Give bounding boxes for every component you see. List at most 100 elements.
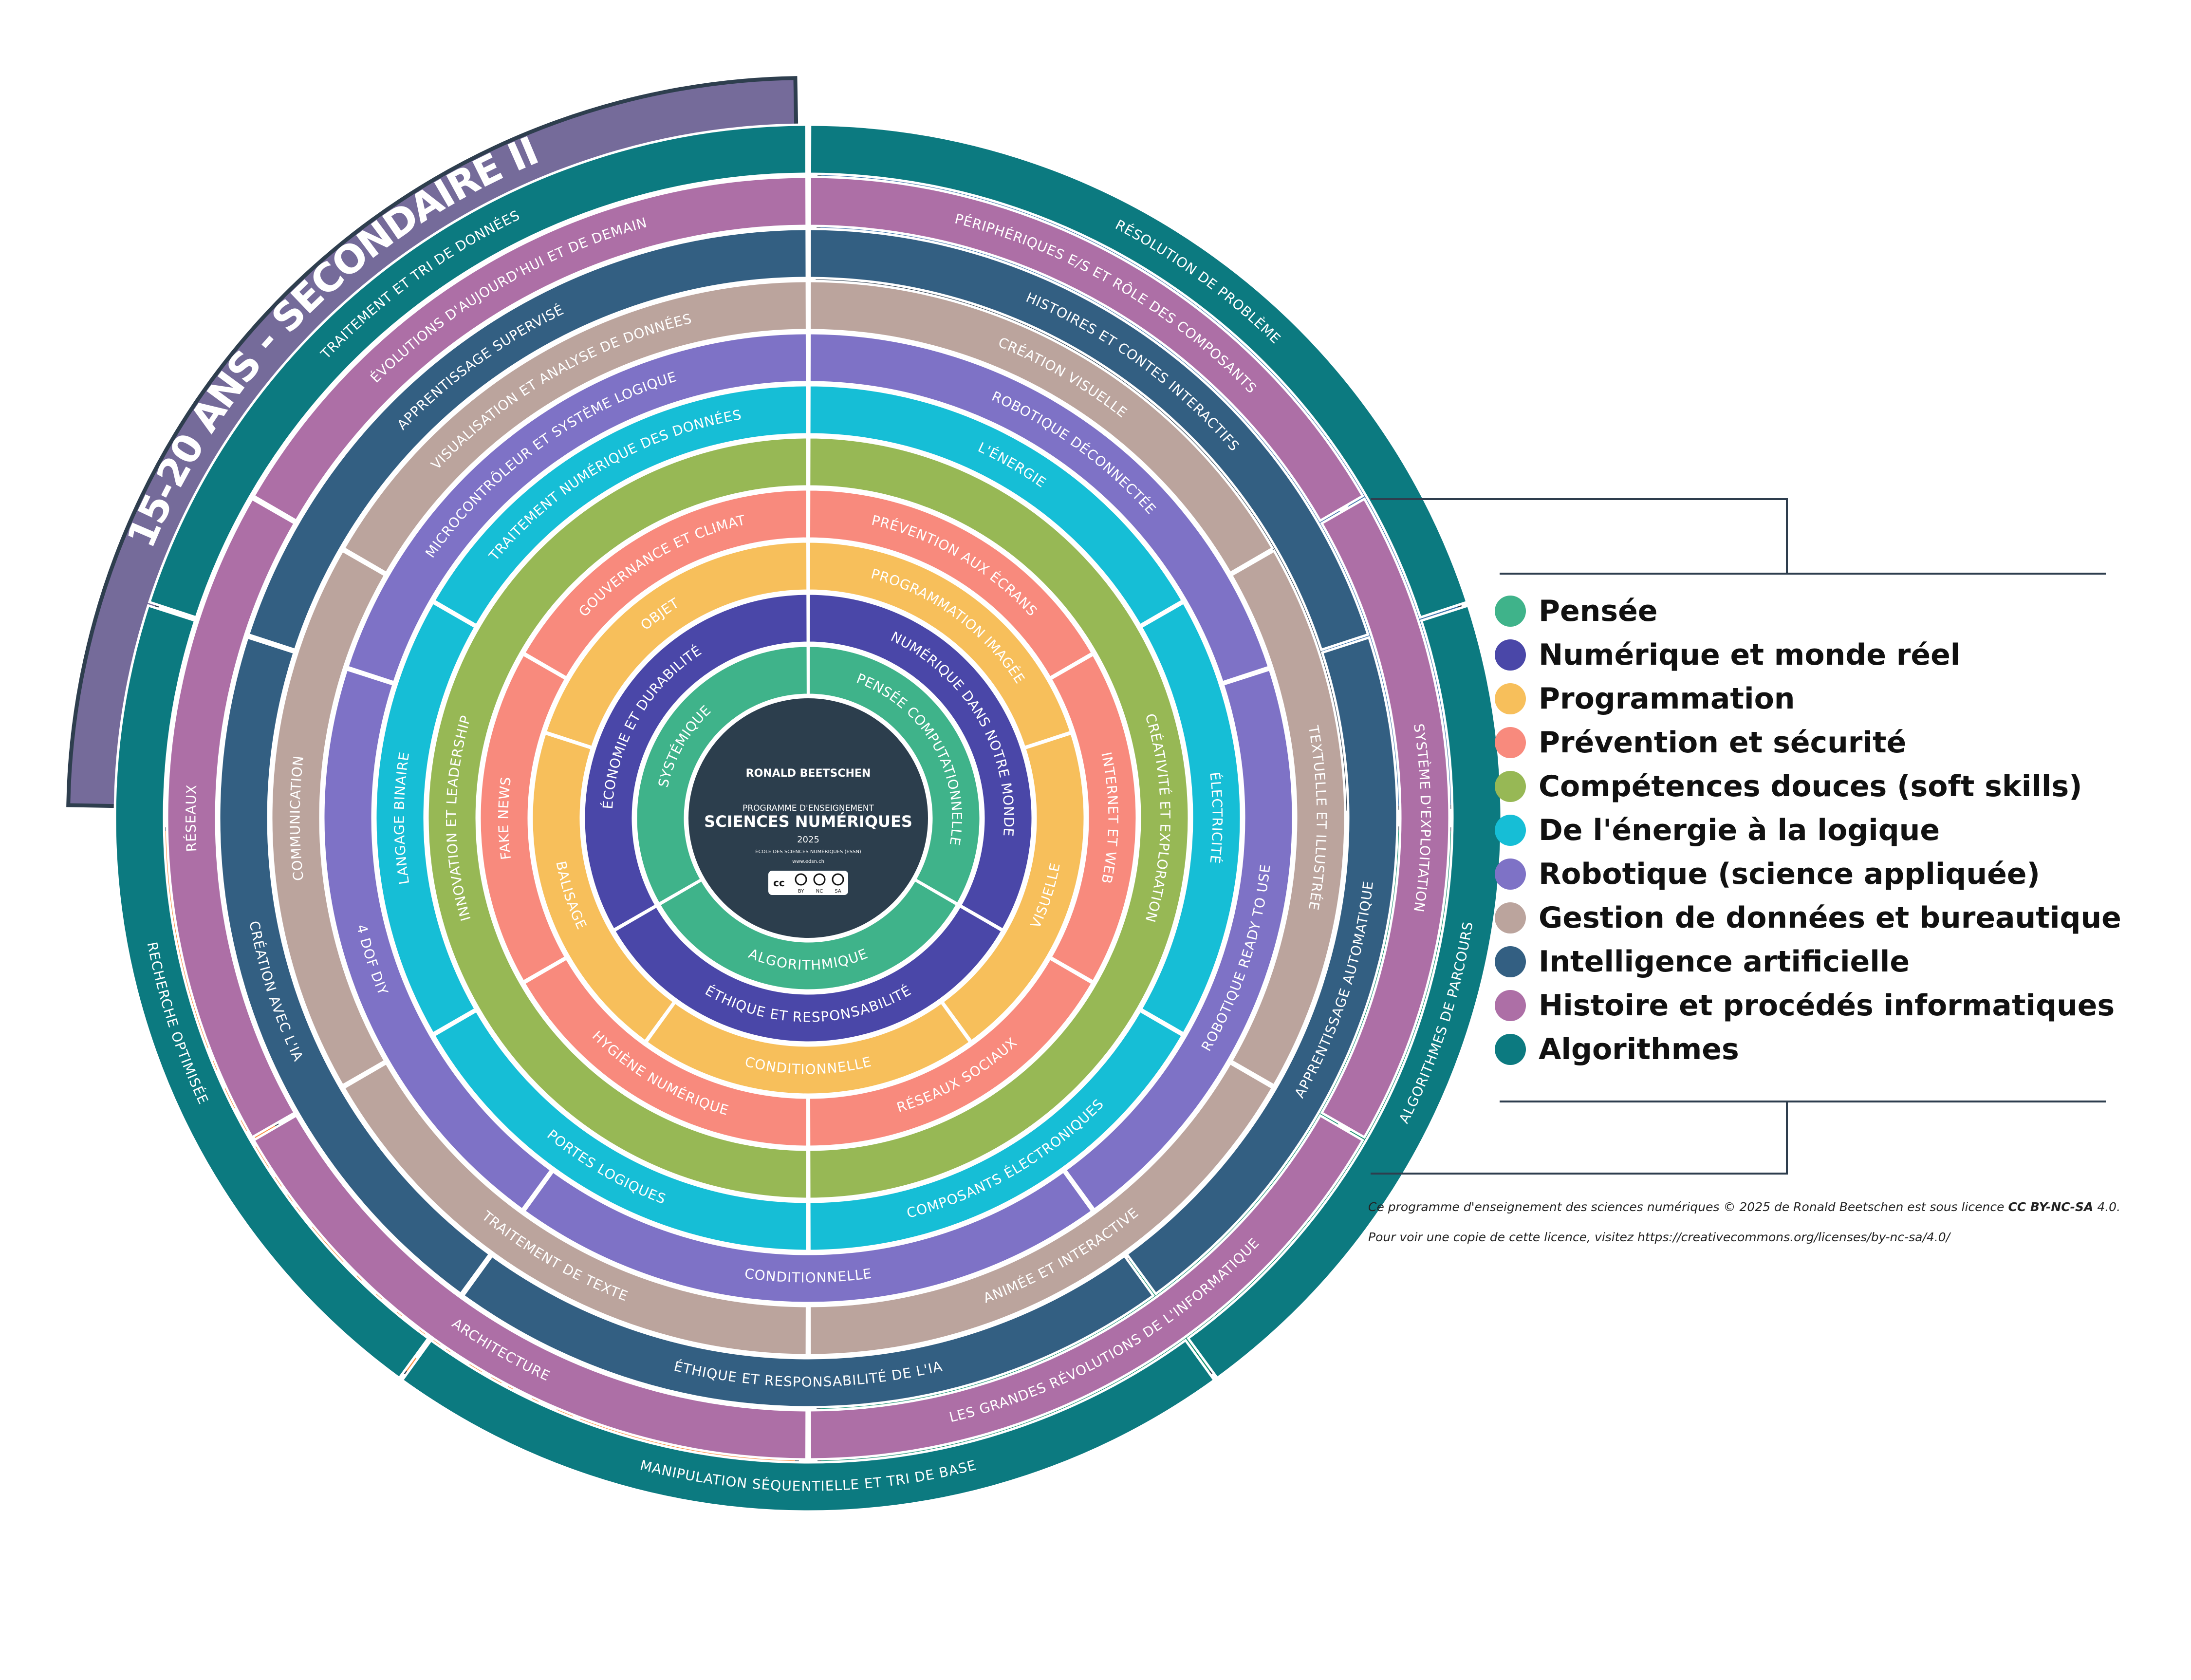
legend-item: Compétences douces (soft skills) [1495,765,2128,808]
center-program-title: SCIENCES NUMÉRIQUES [704,812,912,831]
ring-segment-label: ÉLECTRICITÉ [1207,771,1225,865]
ring-segment [808,280,1275,575]
ring-segment [612,904,1004,1044]
legend-item: Programmation [1495,677,2128,721]
legend-label: Intelligence artificielle [1539,945,1910,979]
ring-segment [544,540,809,749]
legend-label: Algorithmes [1539,1032,1739,1066]
ring-segment [808,1009,1185,1252]
ring-segment [530,731,676,1044]
ring-segment-label: RÉSEAUX [183,784,200,852]
ring-segment [808,1114,1365,1461]
legend-swatch [1495,1034,1526,1065]
license-line-2: Pour voir une copie de cette licence, vi… [1368,1230,1950,1244]
ring-segment [478,653,568,984]
legend-item: Gestion de données et bureautique [1495,896,2128,940]
ring-segment [808,332,1271,684]
ring-segment [1229,549,1347,1087]
legend-item: Robotique (science appliquée) [1495,852,2128,896]
bracket-line [1371,498,1788,574]
ring-segment [644,1001,972,1096]
ring-segment [807,488,1095,680]
ring-segment [342,280,808,575]
center-school: ÉCOLE DES SCIENCES NUMÉRIQUES (ESSN) [755,848,861,855]
legend-item: Histoire et procédés informatiques [1495,984,2128,1027]
ring-segment [808,436,1191,1200]
ring-segment [218,635,492,1296]
cc-badge-bg [768,871,848,895]
legend-label: Robotique (science appliquée) [1539,857,2040,891]
cc-term-icon [795,873,807,886]
legend-label: Compétences douces (soft skills) [1539,769,2082,803]
legend-item: Algorithmes [1495,1027,2128,1071]
bracket-line [1371,1101,1788,1175]
ring-segment [374,601,477,1035]
legend-swatch [1495,815,1526,846]
ring-segment [808,175,1365,523]
legend-label: Histoire et procédés informatiques [1539,989,2115,1023]
legend-label: Gestion de données et bureautique [1539,901,2121,935]
legend-label: Programmation [1539,682,1795,716]
cc-term-icon [813,873,826,886]
center-program-label: PROGRAMME D'ENSEIGNEMENT [743,803,874,813]
ring-segment [808,123,1469,619]
cc-term-label: BY [798,889,804,894]
license-version: 4.0. [2093,1200,2121,1214]
ring-segment [342,1061,808,1357]
ring-segment [166,497,297,1139]
ring-segment [346,332,809,684]
legend-swatch [1495,639,1526,671]
ring-segment [148,123,808,619]
legend-item: Pensée [1495,589,2128,633]
ring-segment [807,644,982,906]
ring-segment [940,731,1086,1044]
ring-segment [113,604,430,1380]
ring-segment [270,549,387,1087]
ring-segment [1320,497,1451,1139]
ring-segment [522,488,809,680]
center-url: www.edsn.ch [792,859,824,864]
legend-label: Numérique et monde réel [1539,638,1961,672]
ring-segment [432,1009,809,1252]
legend-bracket [1371,498,2106,1175]
legend-item: Numérique et monde réel [1495,633,2128,677]
legend-swatch [1495,683,1526,714]
ring-segment [808,1061,1275,1357]
ring-segment [1139,601,1243,1035]
ring-segment [522,956,809,1148]
ring-segment [1063,668,1295,1212]
legend-label: Prévention et sécurité [1539,726,1907,760]
ring-segment [657,878,959,992]
ring-segment [400,1338,1216,1513]
ring-segment [1186,604,1503,1380]
license-prefix: Ce programme d'enseignement des sciences… [1368,1200,2008,1214]
legend-swatch [1495,990,1526,1021]
legend-item: De l'énergie à la logique [1495,808,2128,852]
center-author: RONALD BEETSCHEN [746,767,871,780]
ring-segment [252,175,808,523]
center-disc [688,698,928,938]
ring-segment [807,956,1095,1148]
ring-segment [808,384,1185,627]
ring-segment [1125,635,1399,1296]
ring-segment [1049,653,1138,984]
legend-item: Intelligence artificielle [1495,940,2128,984]
ring-segment [461,1254,1155,1409]
ring-segment [432,384,809,627]
ring-segment [426,436,809,1200]
center-year: 2025 [797,835,819,845]
ring-segment [808,227,1370,652]
legend-swatch [1495,596,1526,627]
legend-label: De l'énergie à la logique [1539,813,1940,847]
cc-term-icon [832,873,844,886]
legend-swatch [1495,946,1526,977]
license-line-1: Ce programme d'enseignement des sciences… [1368,1192,2176,1222]
cc-term-label: SA [835,889,841,894]
ring-segment [522,1169,1094,1305]
ring-segment [247,227,808,652]
license-notice: Ce programme d'enseignement des sciences… [1368,1192,2176,1252]
